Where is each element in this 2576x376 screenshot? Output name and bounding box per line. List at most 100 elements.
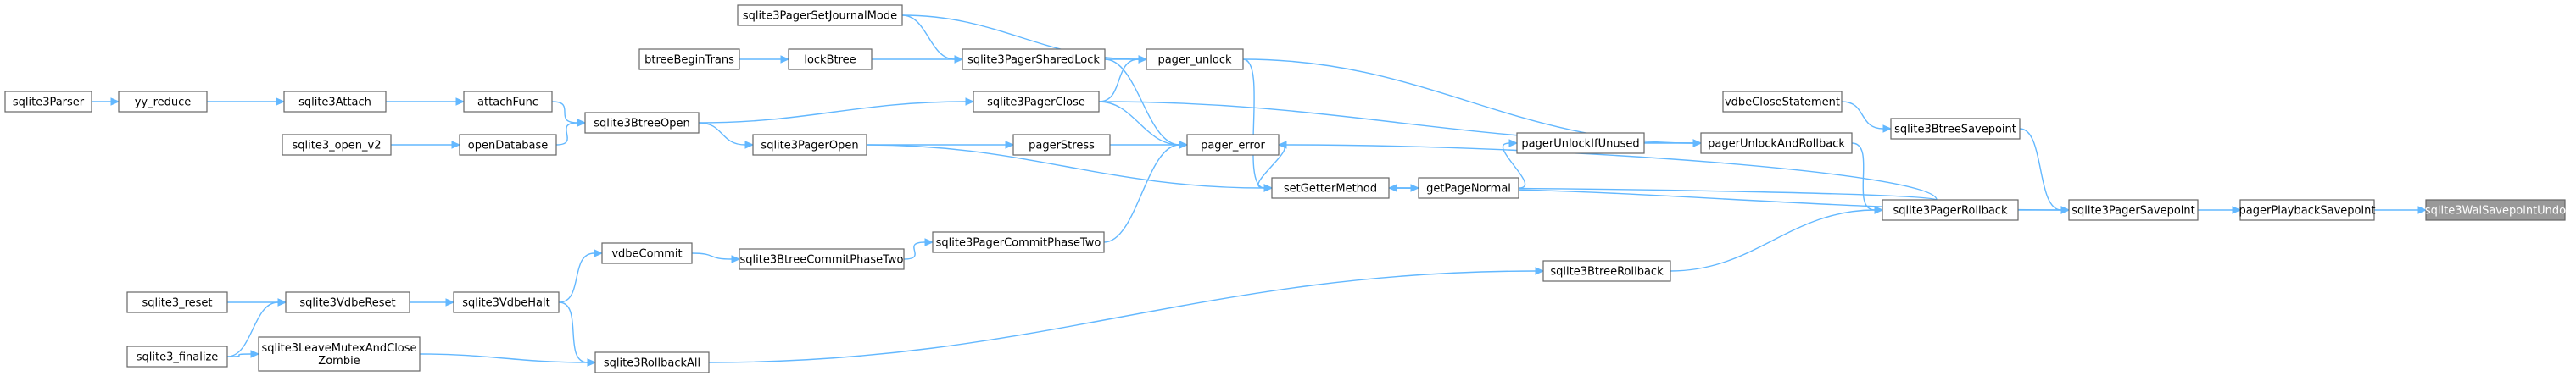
node-sqlite3PagerRollback[interactable]: sqlite3PagerRollback: [1882, 199, 2019, 221]
node-vdbeCommit[interactable]: vdbeCommit: [601, 242, 693, 264]
node-pagerStress[interactable]: pagerStress: [1012, 134, 1111, 156]
edge-arrowhead: [587, 358, 597, 367]
edge-arrowhead: [110, 97, 120, 106]
node-label: sqlite3PagerOpen: [761, 140, 858, 152]
edge-arrowhead: [1138, 55, 1148, 64]
node-box: [283, 91, 387, 113]
edge-line: [1098, 58, 1140, 102]
node-btreeBeginTrans[interactable]: btreeBeginTrans: [638, 48, 740, 70]
node-getPageNormal[interactable]: getPageNormal: [1418, 177, 1519, 199]
node-label: pager_unlock: [1157, 54, 1232, 67]
edge-line: [1502, 142, 1526, 189]
node-box: [285, 291, 410, 313]
edge-pagerUnlockAndRollback-to-sqlite3PagerRollback: [1851, 142, 1884, 214]
node-label: getPageNormal: [1426, 183, 1511, 196]
node-label: btreeBeginTrans: [644, 54, 734, 67]
node-box: [2425, 199, 2566, 221]
node-attachFunc[interactable]: attachFunc: [463, 91, 553, 113]
node-box: [752, 134, 867, 156]
edge-line: [1670, 209, 1876, 272]
node-box: [2068, 199, 2199, 221]
node-box: [962, 48, 1106, 70]
node-vdbeCloseStatement[interactable]: vdbeCloseStatement: [1722, 91, 1843, 113]
node-box: [282, 134, 392, 156]
node-box: [118, 91, 208, 113]
node-label: sqlite3VdbeReset: [299, 297, 395, 310]
node-sqlite3BtreeCommitPhaseTwo[interactable]: sqlite3BtreeCommitPhaseTwo: [739, 248, 905, 270]
edge-pagerPlaybackSavepoint-to-sqlite3WalSavepointUndo: [2374, 206, 2428, 214]
node-label: sqlite3_finalize: [137, 351, 219, 364]
edge-sqlite3PagerClose-to-pager_error: [1098, 101, 1189, 149]
node-sqlite3Parser[interactable]: sqlite3Parser: [4, 91, 92, 113]
edge-lockBtree-to-sqlite3PagerSharedLock: [872, 55, 964, 64]
node-sqlite3RollbackAll[interactable]: sqlite3RollbackAll: [594, 351, 710, 373]
node-box: [126, 291, 228, 313]
edge-sqlite3_open_v2-to-openDatabase: [390, 141, 461, 149]
edge-arrowhead: [276, 97, 286, 106]
node-yy_reduce[interactable]: yy_reduce: [118, 91, 208, 113]
node-sqlite3WalSavepointUndo[interactable]: sqlite3WalSavepointUndo: [2425, 199, 2566, 221]
edge-line: [1841, 101, 1884, 130]
node-sqlite3PagerOpen[interactable]: sqlite3PagerOpen: [752, 134, 867, 156]
edge-sqlite3PagerSetJournalMode-to-sqlite3PagerSharedLock: [901, 14, 964, 64]
edge-line: [226, 353, 252, 357]
edge-arrowhead: [965, 97, 975, 106]
node-sqlite3_open_v2[interactable]: sqlite3_open_v2: [282, 134, 392, 156]
edge-sqlite3_finalize-to-sqlite3VdbeReset: [226, 298, 287, 357]
node-pagerPlaybackSavepoint[interactable]: pagerPlaybackSavepoint: [2239, 199, 2376, 221]
edge-arrowhead: [1874, 206, 1884, 214]
node-sqlite3_reset[interactable]: sqlite3_reset: [126, 291, 228, 313]
node-sqlite3BtreeSavepoint[interactable]: sqlite3BtreeSavepoint: [1890, 118, 2021, 140]
node-box: [594, 351, 710, 373]
node-label: vdbeCloseStatement: [1725, 97, 1840, 109]
edge-line: [708, 270, 1536, 363]
node-sqlite3PagerSetJournalMode[interactable]: sqlite3PagerSetJournalMode: [737, 4, 903, 26]
node-pagerUnlockAndRollback[interactable]: pagerUnlockAndRollback: [1700, 132, 1853, 154]
node-label: sqlite3PagerCommitPhaseTwo: [936, 237, 1101, 250]
edge-sqlite3Parser-to-yy_reduce: [92, 97, 120, 106]
node-sqlite3PagerClose[interactable]: sqlite3PagerClose: [973, 91, 1100, 113]
edge-openDatabase-to-sqlite3BtreeOpen: [555, 119, 587, 146]
edge-sqlite3BtreeOpen-to-sqlite3PagerClose: [698, 97, 975, 124]
node-sqlite3_finalize[interactable]: sqlite3_finalize: [126, 346, 228, 368]
edge-sqlite3VdbeHalt-to-sqlite3RollbackAll: [558, 301, 597, 367]
node-box: [463, 91, 553, 113]
node-sqlite3BtreeOpen[interactable]: sqlite3BtreeOpen: [584, 112, 700, 134]
node-box: [1722, 91, 1843, 113]
node-setGetterMethod[interactable]: setGetterMethod: [1271, 177, 1390, 199]
node-box: [1012, 134, 1111, 156]
edge-sqlite3PagerClose-to-pager_unlock: [1098, 55, 1148, 102]
edge-arrowhead: [2417, 206, 2428, 214]
node-sqlite3PagerSharedLock[interactable]: sqlite3PagerSharedLock: [962, 48, 1106, 70]
node-box: [1890, 118, 2021, 140]
node-sqlite3PagerCommitPhaseTwo[interactable]: sqlite3PagerCommitPhaseTwo: [932, 231, 1105, 253]
edge-line: [901, 14, 956, 60]
edge-arrowhead: [1535, 267, 1545, 275]
node-sqlite3Attach[interactable]: sqlite3Attach: [283, 91, 387, 113]
edge-getPageNormal-to-pagerUnlockIfUnused: [1502, 139, 1526, 189]
edge-arrowhead: [1277, 141, 1287, 149]
node-pagerUnlockIfUnused[interactable]: pagerUnlockIfUnused: [1516, 132, 1645, 154]
nodes-layer: sqlite3WalSavepointUndo pagerPlaybackSave…: [4, 4, 2566, 373]
node-openDatabase[interactable]: openDatabase: [459, 134, 557, 156]
edge-sqlite3BtreeSavepoint-to-sqlite3PagerSavepoint: [2019, 128, 2071, 214]
node-label: pagerStress: [1029, 140, 1095, 152]
node-sqlite3BtreeRollback[interactable]: sqlite3BtreeRollback: [1542, 260, 1671, 282]
node-sqlite3PagerSavepoint[interactable]: sqlite3PagerSavepoint: [2068, 199, 2199, 221]
edge-btreeBeginTrans-to-lockBtree: [739, 55, 790, 64]
node-box: [737, 4, 903, 26]
node-sqlite3VdbeHalt[interactable]: sqlite3VdbeHalt: [453, 291, 560, 313]
node-label: sqlite3PagerSharedLock: [967, 54, 1100, 67]
node-box: [1186, 134, 1280, 156]
node-label: setGetterMethod: [1284, 183, 1377, 196]
edge-line: [698, 101, 967, 124]
node-label: sqlite3_open_v2: [292, 140, 381, 152]
edge-sqlite3PagerSharedLock-to-pager_error: [1104, 58, 1189, 149]
node-sqlite3VdbeReset[interactable]: sqlite3VdbeReset: [285, 291, 410, 313]
node-pager_unlock[interactable]: pager_unlock: [1146, 48, 1244, 70]
node-lockBtree[interactable]: lockBtree: [788, 48, 873, 70]
node-pager_error[interactable]: pager_error: [1186, 134, 1280, 156]
node-label: sqlite3BtreeSavepoint: [1894, 124, 2016, 136]
